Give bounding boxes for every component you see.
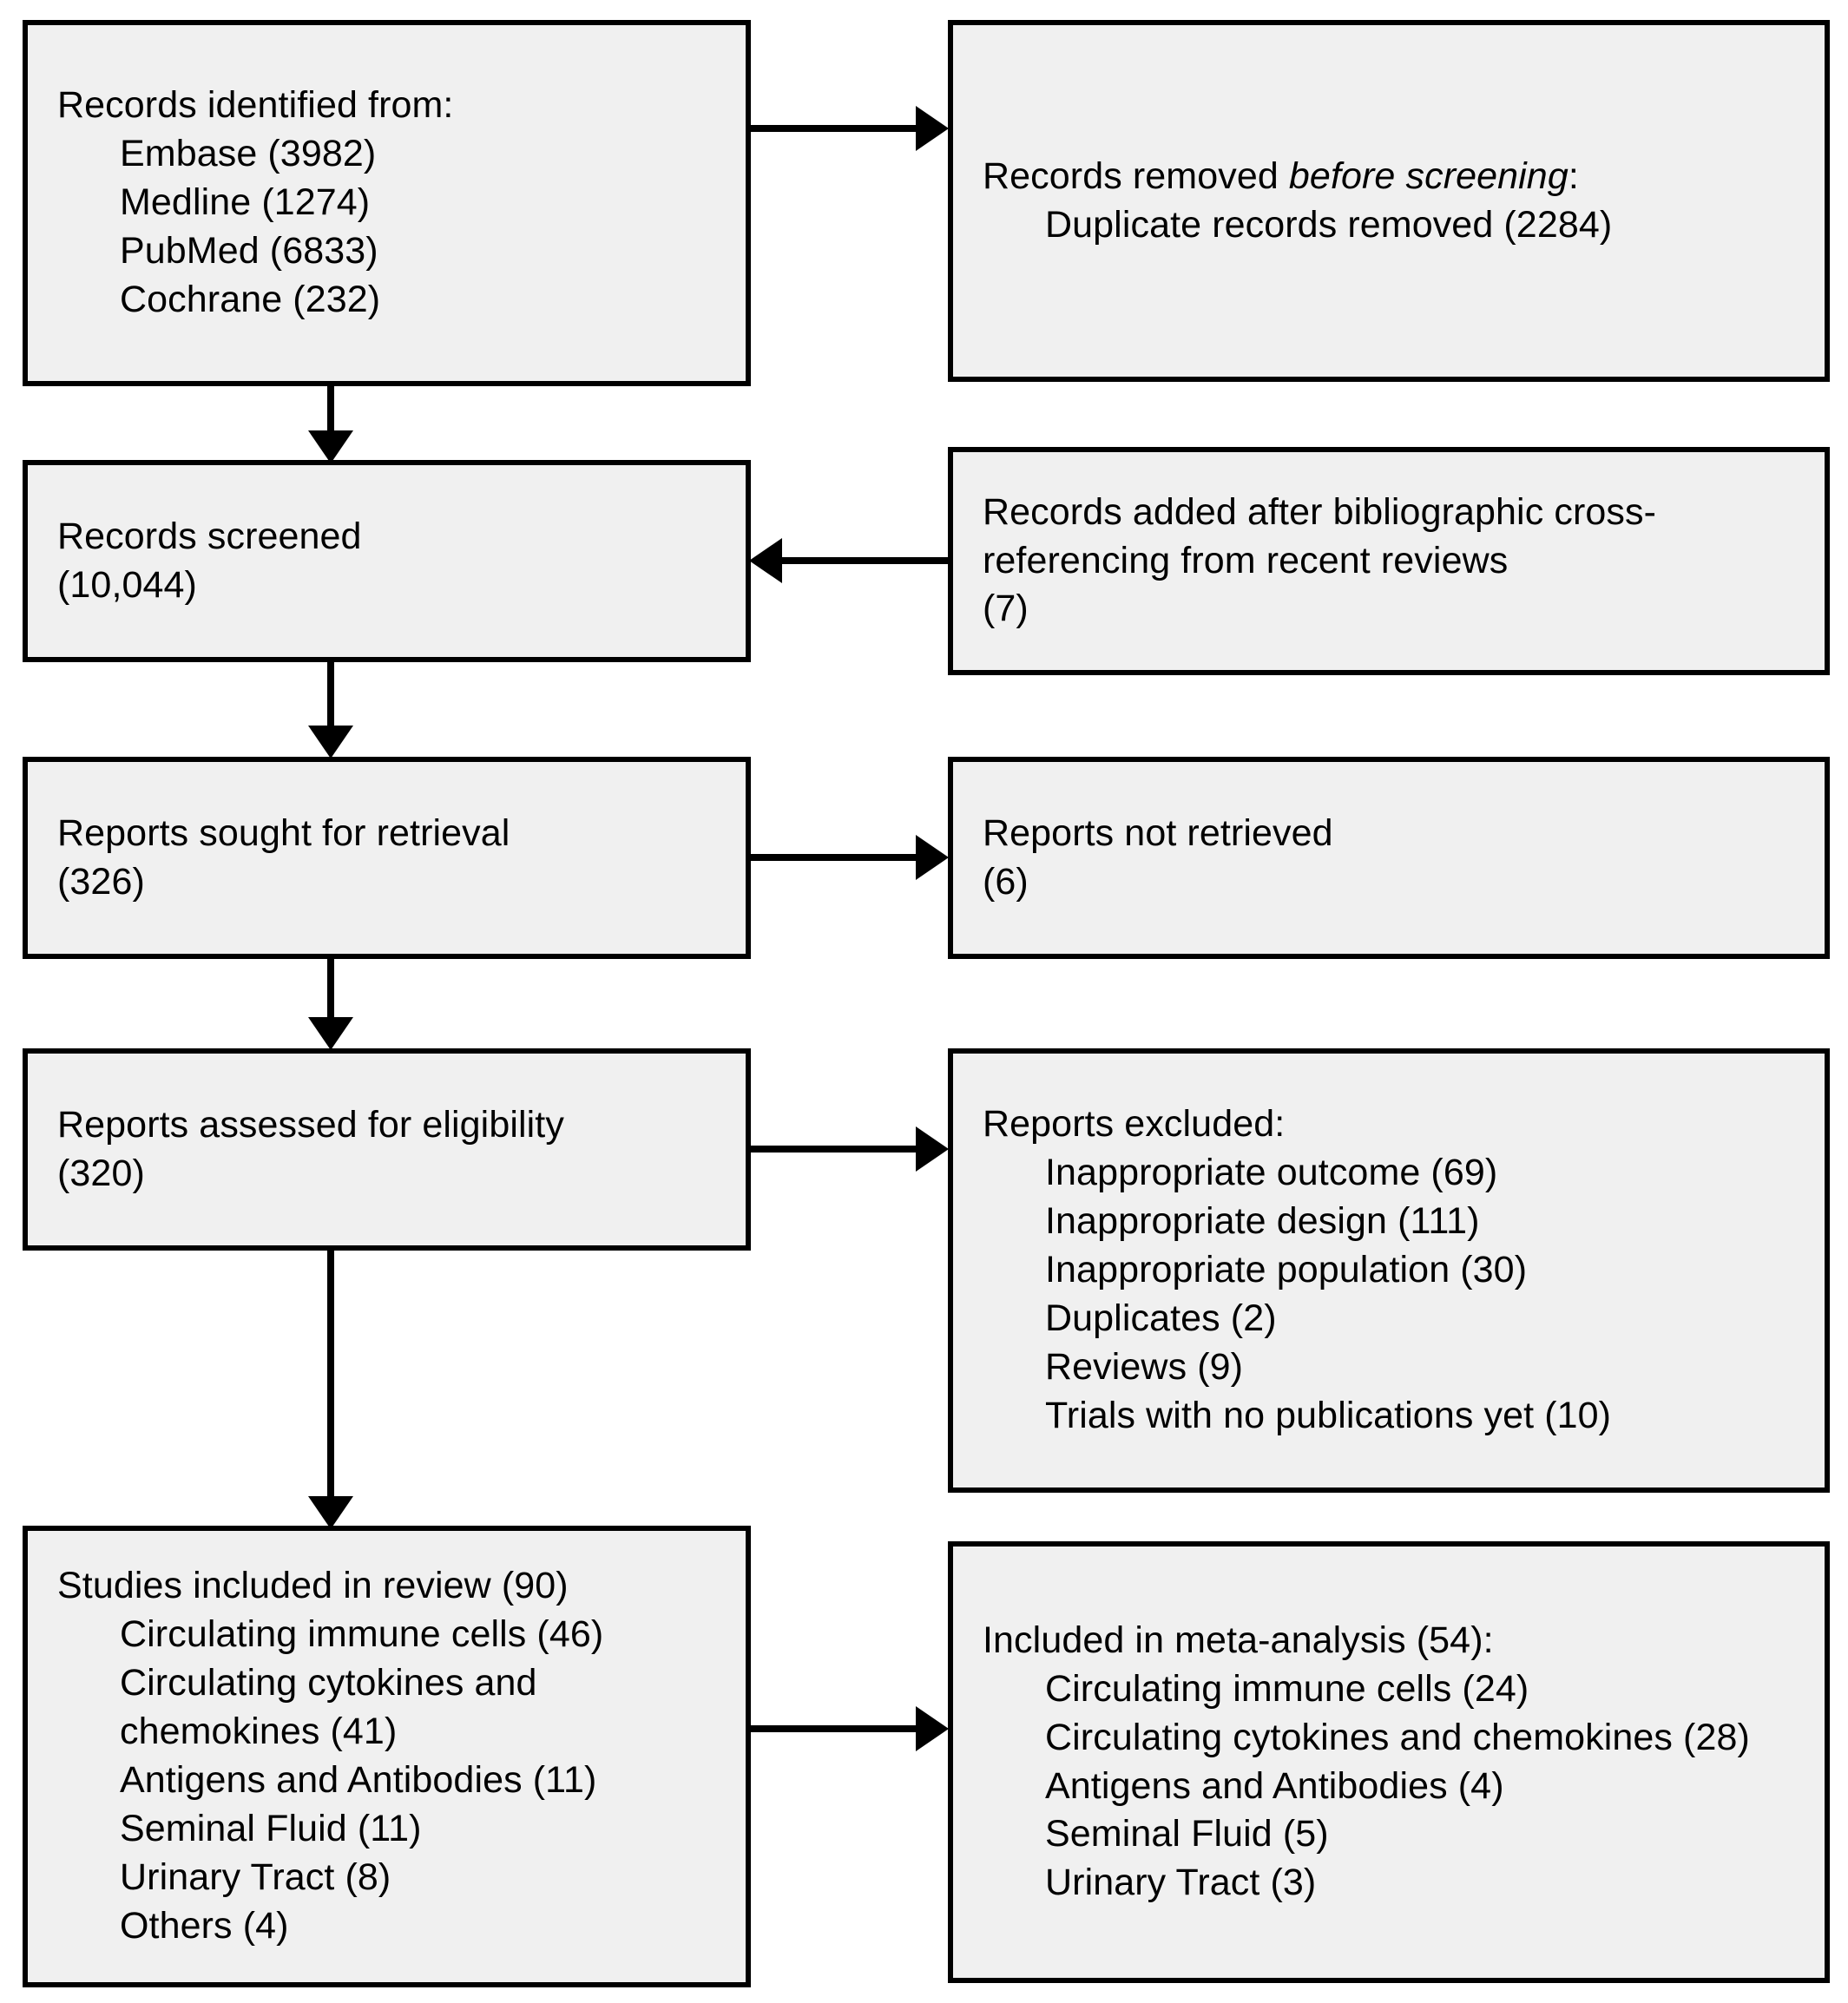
arrowhead-identification-to-removed — [916, 106, 949, 151]
studies-included-item-antigens: Antigens and Antibodies (11) — [120, 1759, 597, 1801]
records-identified-item-cochrane: Cochrane (232) — [120, 278, 381, 320]
box-meta-analysis: Included in meta-analysis (54): Circulat… — [948, 1541, 1830, 1983]
box-reports-sought-body: Reports sought for retrieval (326) — [28, 810, 746, 907]
records-identified-item-embase: Embase (3982) — [120, 133, 377, 175]
connector-added-to-screened — [781, 557, 948, 564]
records-removed-title-suffix: : — [1568, 154, 1579, 197]
records-removed-item-duplicates: Duplicate records removed (2284) — [1045, 203, 1613, 246]
box-studies-included-body: Studies included in review (90) Circulat… — [28, 1562, 746, 1950]
box-records-removed: Records removed before screening: Duplic… — [948, 20, 1830, 382]
box-records-added-body: Records added after bibliographic cross-… — [953, 489, 1825, 634]
studies-included-item-cytokines-1: Circulating cytokines and — [120, 1662, 537, 1704]
reports-assessed-count: (320) — [57, 1152, 145, 1194]
records-removed-title-prefix: Records removed — [983, 154, 1289, 197]
box-records-identified: Records identified from: Embase (3982) M… — [23, 20, 751, 386]
arrowhead-added-to-screened — [749, 538, 782, 583]
box-records-removed-body: Records removed before screening: Duplic… — [953, 153, 1825, 250]
records-identified-title: Records identified from: — [57, 84, 454, 127]
meta-analysis-title: Included in meta-analysis (54): — [983, 1619, 1494, 1661]
reports-excluded-item-population: Inappropriate population (30) — [1045, 1249, 1528, 1291]
connector-sought-to-not-retrieved — [751, 854, 919, 861]
arrowhead-screened-to-sought — [308, 726, 353, 759]
records-removed-title: Records removed before screening: — [983, 153, 1795, 201]
studies-included-item-cytokines-2: chemokines (41) — [120, 1711, 398, 1753]
reports-excluded-item-outcome: Inappropriate outcome (69) — [1045, 1152, 1498, 1194]
records-added-line1: Records added after bibliographic cross- — [983, 490, 1657, 533]
reports-excluded-item-trials: Trials with no publications yet (10) — [1045, 1394, 1612, 1436]
connector-screened-to-sought — [327, 662, 334, 732]
box-records-identified-body: Records identified from: Embase (3982) M… — [28, 82, 746, 324]
meta-analysis-item-cytokines: Circulating cytokines and chemokines (28… — [1045, 1716, 1750, 1758]
connector-included-to-meta — [751, 1725, 919, 1732]
reports-sought-count: (326) — [57, 860, 145, 903]
studies-included-item-seminal-fluid: Seminal Fluid (11) — [120, 1807, 422, 1849]
records-added-line2: referencing from recent reviews — [983, 539, 1509, 581]
arrowhead-identification-to-screened — [308, 430, 353, 463]
studies-included-item-others: Others (4) — [120, 1904, 289, 1947]
studies-included-title: Studies included in review (90) — [57, 1565, 569, 1607]
box-reports-sought: Reports sought for retrieval (326) — [23, 757, 751, 959]
reports-excluded-item-duplicates: Duplicates (2) — [1045, 1297, 1277, 1339]
studies-included-item-immune-cells: Circulating immune cells (46) — [120, 1613, 604, 1656]
box-records-screened: Records screened (10,044) — [23, 460, 751, 662]
meta-analysis-item-immune-cells: Circulating immune cells (24) — [1045, 1667, 1529, 1710]
box-reports-excluded-body: Reports excluded: Inappropriate outcome … — [953, 1100, 1825, 1440]
records-screened-count: (10,044) — [57, 563, 197, 606]
box-records-added: Records added after bibliographic cross-… — [948, 447, 1830, 675]
box-reports-assessed-body: Reports assessed for eligibility (320) — [28, 1101, 746, 1199]
arrowhead-sought-to-not-retrieved — [916, 835, 949, 880]
box-reports-excluded: Reports excluded: Inappropriate outcome … — [948, 1048, 1830, 1493]
records-screened-label: Records screened — [57, 515, 362, 557]
box-reports-assessed: Reports assessed for eligibility (320) — [23, 1048, 751, 1251]
reports-sought-label: Reports sought for retrieval — [57, 811, 510, 854]
box-reports-not-retrieved-body: Reports not retrieved (6) — [953, 810, 1825, 907]
connector-identification-to-screened — [327, 386, 334, 438]
reports-not-retrieved-count: (6) — [983, 860, 1029, 903]
records-identified-item-pubmed: PubMed (6833) — [120, 229, 378, 272]
reports-not-retrieved-label: Reports not retrieved — [983, 811, 1333, 854]
reports-excluded-item-design: Inappropriate design (111) — [1045, 1200, 1480, 1243]
meta-analysis-item-urinary-tract: Urinary Tract (3) — [1045, 1862, 1317, 1904]
reports-excluded-item-reviews: Reviews (9) — [1045, 1345, 1244, 1388]
meta-analysis-item-antigens: Antigens and Antibodies (4) — [1045, 1764, 1504, 1807]
records-identified-item-medline: Medline (1274) — [120, 181, 371, 224]
arrowhead-assessed-to-included — [308, 1496, 353, 1529]
arrowhead-sought-to-assessed — [308, 1017, 353, 1050]
box-records-screened-body: Records screened (10,044) — [28, 513, 746, 610]
records-added-count: (7) — [983, 588, 1029, 630]
box-studies-included: Studies included in review (90) Circulat… — [23, 1526, 751, 1987]
connector-assessed-to-included — [327, 1251, 334, 1502]
reports-excluded-title: Reports excluded: — [983, 1103, 1286, 1146]
arrowhead-included-to-meta — [916, 1706, 949, 1751]
reports-assessed-label: Reports assessed for eligibility — [57, 1103, 564, 1146]
box-meta-analysis-body: Included in meta-analysis (54): Circulat… — [953, 1617, 1825, 1908]
records-removed-title-italic: before screening — [1288, 154, 1568, 197]
connector-assessed-to-excluded — [751, 1146, 919, 1153]
connector-identification-to-removed — [751, 125, 919, 132]
studies-included-item-urinary-tract: Urinary Tract (8) — [120, 1855, 391, 1898]
box-reports-not-retrieved: Reports not retrieved (6) — [948, 757, 1830, 959]
meta-analysis-item-seminal-fluid: Seminal Fluid (5) — [1045, 1813, 1329, 1855]
connector-sought-to-assessed — [327, 959, 334, 1023]
arrowhead-assessed-to-excluded — [916, 1126, 949, 1172]
